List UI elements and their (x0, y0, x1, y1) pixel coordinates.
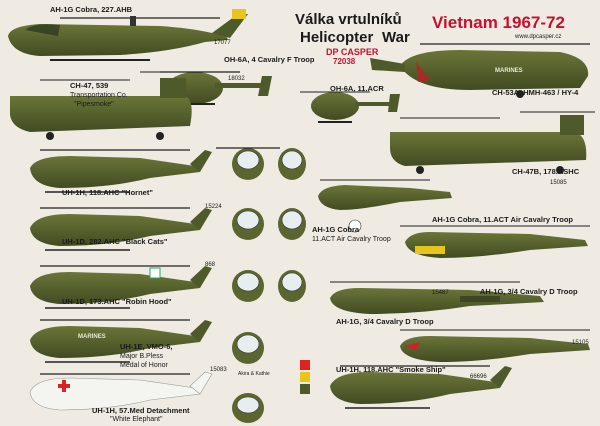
caption-uh1h-smoke: UH-1H, 118.AHC "Smoke Ship" (336, 365, 446, 374)
caption-ah1g-3cav-2: AH-1G, 3/4 Cavalry D Troop (336, 317, 434, 326)
caption-ah1g-11act-2: 11.ACT Air Cavalry Troop (312, 236, 391, 243)
tailnum-ch47b: 15085 (550, 180, 567, 186)
ch53a-icon (370, 43, 590, 98)
ah1g-3cav-icon (330, 281, 544, 314)
tailnum-ah1g-r2: 15105 (572, 340, 589, 346)
tailnum-ah1g-r: 15487 (432, 290, 449, 296)
caption-ch47-2: Transportation Co. (70, 92, 128, 99)
title-en-1: Helicopter (300, 29, 374, 46)
caption-ah1g-top: AH-1G Cobra, 227.AHB (50, 5, 133, 14)
tailnum-smoke: 66696 (470, 374, 487, 380)
caption-ah1g-right: AH-1G Cobra, 11.ACT Air Cavalry Troop (432, 215, 574, 224)
website: www.dpcasper.cz (515, 34, 562, 40)
uh1d-blackcats-icon (30, 207, 212, 251)
front-views-icon (216, 147, 306, 423)
brand: DP CASPER (326, 47, 379, 57)
caption-uh1e-3: Medal of Honor (120, 362, 168, 369)
ah1g-11act-right-icon (400, 225, 590, 258)
ah1g-sharkmouth-icon (400, 329, 590, 362)
tailnum-uh1d-a: 15224 (205, 204, 222, 210)
tailnum-oh6a: 18032 (228, 76, 245, 82)
caption-uh1h-medic-2: "White Elephant" (110, 416, 163, 423)
caption-uh1e-2: Major B.Pless (120, 353, 164, 360)
caption-uh1h-medic-1: UH-1H, 57.Med Detachment (92, 406, 190, 415)
catalog-no: 72038 (333, 57, 356, 66)
ch47-pipesmoke-icon (10, 71, 220, 140)
caption-ch53a: CH-53A, HMH-463 / HY-4 (492, 88, 579, 97)
title-right: Vietnam 1967-72 (432, 13, 565, 32)
uh1d-robinhood-icon (30, 265, 212, 309)
marines-marking-ch53: MARINES (495, 68, 523, 74)
ah1g-cobra-top-icon (8, 9, 248, 61)
color-chips-icon (300, 360, 310, 394)
tailnum-uh1d-b: 868 (205, 262, 216, 268)
caption-ch47b: CH-47B, 178.ASHC (512, 167, 580, 176)
caption-ah1g-3cav: AH-1G, 3/4 Cavalry D Troop (480, 287, 578, 296)
tailnum-medic: 15083 (210, 367, 227, 373)
title-en-2: War (382, 29, 410, 46)
uh1h-smokeship-icon (330, 365, 512, 409)
ah1g-11act-left-icon (318, 179, 452, 233)
caption-oh6a-4cav: OH-6A, 4 Cavalry F Troop (224, 55, 315, 64)
caption-uh1d-robinhood: UH-1D, 173.AHC "Robin Hood" (62, 297, 172, 306)
caption-uh1e-1: UH-1E, VMO-6, (120, 342, 173, 351)
uh1h-medic-icon (29, 371, 213, 411)
caption-ch47-3: "Pipesmoke" (74, 101, 114, 108)
caption-uh1d-blackcats: UH-1D, 282.AHC "Black Cats" (62, 237, 168, 246)
uh1e-marines-icon (30, 319, 212, 363)
uh1h-hornet-icon (30, 149, 212, 193)
caption-uh1h-hornet: UH-1H, 118.AHC "Hornet" (62, 188, 153, 197)
ch47b-icon (390, 111, 595, 174)
caption-ah1g-11act-1: AH-1G Cobra (312, 225, 360, 234)
caption-oh6a-11acr: OH-6A, 11.ACR (330, 84, 384, 93)
caption-ch47-1: CH-47, 539 (70, 81, 109, 90)
marines-marking-uh1e: MARINES (78, 334, 106, 340)
tailnum-ah1g: 17077 (214, 40, 231, 46)
kill-marks-text: Akira & Kathie (238, 371, 270, 377)
title-cz: Válka vrtulníků (295, 11, 402, 28)
oh6a-11acr-icon (300, 91, 400, 123)
